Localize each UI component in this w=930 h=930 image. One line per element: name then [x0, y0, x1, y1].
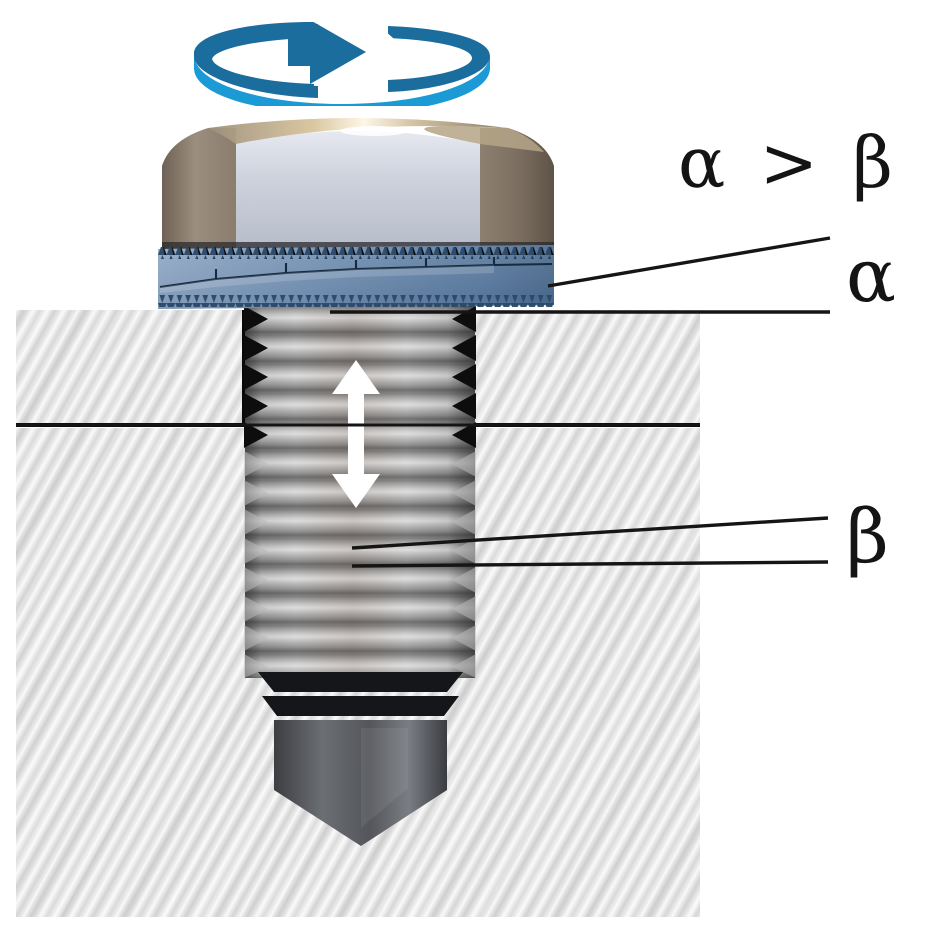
bolt-tip — [258, 672, 463, 846]
rotation-arrow-icon — [194, 22, 490, 106]
beta-leader-base — [351, 560, 829, 568]
wedge-lock-washer — [158, 245, 554, 309]
alpha-label: α — [846, 233, 896, 319]
washer-cam-ramps — [159, 257, 553, 289]
beta-leader-slope — [351, 516, 829, 550]
axial-motion-arrow-icon — [332, 360, 380, 508]
alpha-leader-slope — [547, 236, 831, 288]
beta-label: β — [846, 494, 889, 580]
thread-flank-right-icon — [452, 306, 476, 678]
inequality-label: α > β — [678, 122, 899, 204]
thread-flank-left-icon — [244, 306, 268, 678]
